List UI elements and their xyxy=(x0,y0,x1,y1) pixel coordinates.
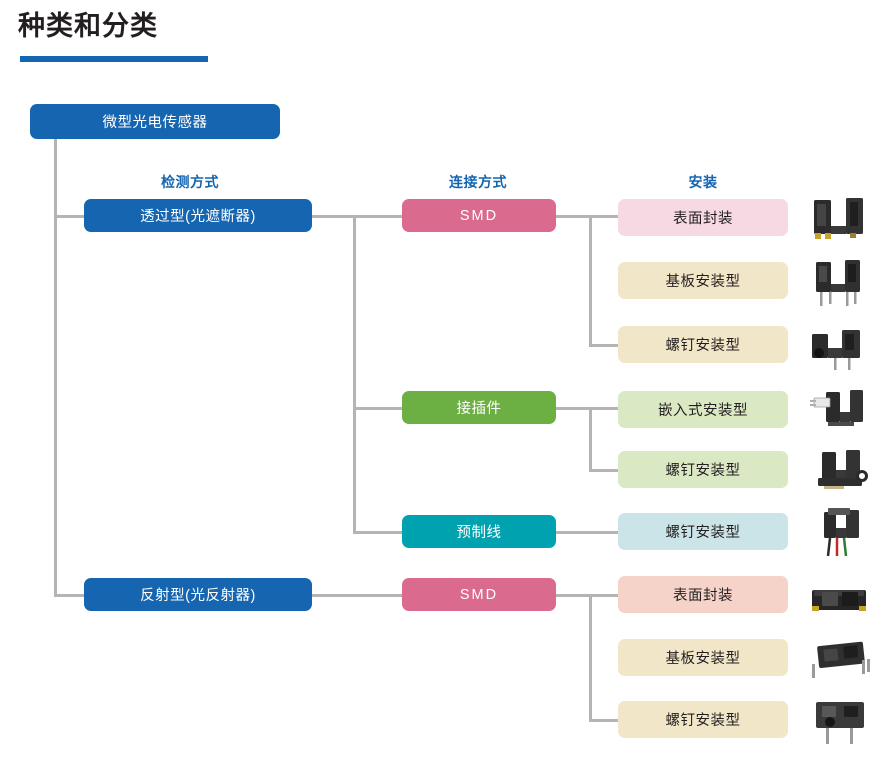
connector-reflective-to-smd xyxy=(312,594,402,597)
connector-connector-to-screw xyxy=(589,469,618,472)
photo-interrupter-pcb-image xyxy=(804,256,876,312)
node-detection-reflective[interactable]: 反射型(光反射器) xyxy=(84,578,312,611)
node-mounting-surface-package-1[interactable]: 表面封装 xyxy=(618,199,788,236)
connector-root-trunk xyxy=(54,139,57,597)
connector-transmissive-to-connector xyxy=(353,407,402,410)
photo-interrupter-smd-image xyxy=(804,192,876,248)
photo-reflector-smd-image xyxy=(804,570,876,626)
node-detection-transmissive[interactable]: 透过型(光遮断器) xyxy=(84,199,312,232)
node-mounting-embedded[interactable]: 嵌入式安装型 xyxy=(618,391,788,428)
node-connection-smd-transmissive[interactable]: SMD xyxy=(402,199,556,232)
node-mounting-pcb-2[interactable]: 基板安装型 xyxy=(618,639,788,676)
node-mounting-screw-2[interactable]: 螺钉安装型 xyxy=(618,451,788,488)
page-title: 种类和分类 xyxy=(18,11,158,41)
connector-root-to-reflective xyxy=(54,594,84,597)
node-mounting-screw-1[interactable]: 螺钉安装型 xyxy=(618,326,788,363)
photo-interrupter-screw-image xyxy=(804,320,876,376)
connector-smd-bottom-to-screw xyxy=(589,719,618,722)
column-header-connection: 连接方式 xyxy=(449,174,507,190)
node-connection-cable[interactable]: 预制线 xyxy=(402,515,556,548)
photo-reflector-pcb-image xyxy=(804,632,876,688)
photo-interrupter-connector-screw-image xyxy=(804,444,876,500)
node-root-micro-photosensor[interactable]: 微型光电传感器 xyxy=(30,104,280,139)
photo-interrupter-connector-image xyxy=(804,382,876,438)
node-mounting-surface-package-2[interactable]: 表面封装 xyxy=(618,576,788,613)
photo-interrupter-cable-image xyxy=(804,506,876,562)
connector-transmissive-trunk xyxy=(353,215,356,533)
node-connection-smd-reflective[interactable]: SMD xyxy=(402,578,556,611)
column-header-mounting: 安装 xyxy=(688,174,718,190)
connector-smd-top-to-screw xyxy=(589,344,618,347)
connector-smd-top-to-surface xyxy=(556,215,618,218)
node-mounting-screw-3[interactable]: 螺钉安装型 xyxy=(618,513,788,550)
connector-root-to-transmissive xyxy=(54,215,84,218)
connector-connector-trunk xyxy=(589,407,592,470)
connector-smd-bottom-to-surface xyxy=(556,594,618,597)
connector-smd-top-trunk xyxy=(589,215,592,345)
node-mounting-screw-4[interactable]: 螺钉安装型 xyxy=(618,701,788,738)
connector-connector-to-embedded xyxy=(556,407,618,410)
node-mounting-pcb-1[interactable]: 基板安装型 xyxy=(618,262,788,299)
title-underline xyxy=(20,56,208,62)
node-connection-connector[interactable]: 接插件 xyxy=(402,391,556,424)
connector-transmissive-to-smd xyxy=(312,215,402,218)
connector-cable-to-screw xyxy=(556,531,618,534)
column-header-detection: 检测方式 xyxy=(161,174,219,190)
photo-reflector-screw-image xyxy=(804,694,876,750)
connector-smd-bottom-trunk xyxy=(589,594,592,721)
connector-transmissive-to-cable xyxy=(353,531,402,534)
